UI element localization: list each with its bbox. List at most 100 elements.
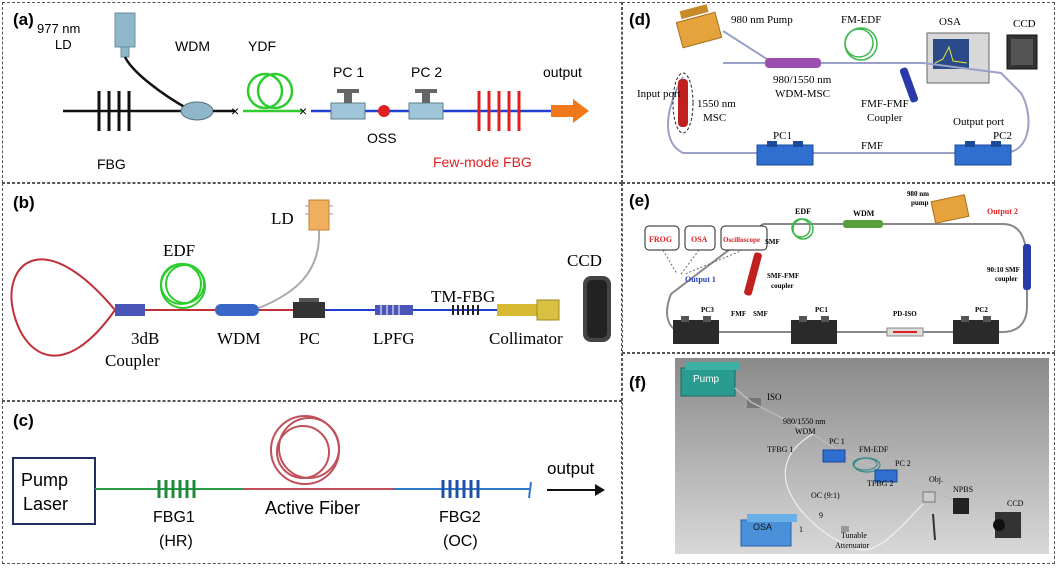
active-fiber-coil-icon [270, 415, 340, 485]
panel-a-tag: (a) [13, 10, 34, 29]
input-port-label: Input port [637, 88, 681, 100]
ccd-b-icon [583, 276, 611, 342]
panel-b-tag: (b) [13, 193, 35, 212]
ld-b-icon [305, 199, 333, 231]
cleave-end [528, 481, 532, 499]
splice-mark-2: × [299, 103, 307, 119]
panel-e: (e) FROG OSA Oscilloscope Output 1 SMF S… [622, 183, 1055, 353]
tunable-line1: Tunable [841, 531, 867, 540]
fmf-coupler-icon [899, 67, 919, 103]
smf-fmf-line1: SMF-FMF [767, 272, 799, 280]
pump-fiber [123, 56, 189, 111]
oc-port-1: 1 [799, 525, 803, 534]
fiber-path-f [734, 387, 970, 505]
fbg-grating-icon [97, 91, 131, 131]
fbg1-icon [157, 480, 196, 498]
wdm-b-label: WDM [217, 329, 260, 348]
coupler-label-line1: 3dB [131, 329, 159, 348]
output-label-a: output [543, 64, 582, 80]
panel-d-diagram: (d) 980 nm Pump FM-EDF OSA CCD 980/1550 … [629, 4, 1038, 166]
npbs-label: NPBS [953, 485, 973, 494]
pc1-f-icon [822, 449, 846, 463]
few-mode-fbg-label: Few-mode FBG [433, 154, 532, 170]
tm-fbg-icon [452, 305, 479, 315]
oc-port-9: 9 [819, 511, 823, 520]
objective-icon [922, 491, 936, 503]
ccd-f-label: CCD [1007, 499, 1024, 508]
pc1-e-label: PC1 [815, 306, 828, 314]
pump-laser-line1: Pump [21, 470, 68, 490]
coupler-3db-icon [115, 304, 145, 316]
output-arrow-icon [551, 99, 589, 123]
panel-d: (d) 980 nm Pump FM-EDF OSA CCD 980/1550 … [622, 2, 1055, 183]
pc-b-label: PC [299, 329, 320, 348]
output-label-c: output [547, 459, 595, 478]
wdm-msc-line2: WDM-MSC [775, 88, 830, 100]
pump-e-line1: 980 nm [907, 190, 929, 198]
output1-leads [662, 249, 744, 275]
fmf-e-label: FMF [731, 310, 746, 318]
fm-edf-coil-icon [844, 27, 878, 61]
pc1-d-icon [756, 141, 814, 166]
oss-icon [378, 105, 390, 117]
pc2-icon [408, 89, 444, 120]
msc-line1: 1550 nm [697, 98, 736, 110]
tfbg2-label: TFBG 2 [867, 479, 893, 488]
panel-a: (a) 977 nm LD FBG WDM × YDF × PC 1 OSS P… [2, 2, 622, 183]
frog-box [644, 225, 680, 251]
output1-label: Output 1 [685, 275, 716, 284]
osa-d-icon [926, 32, 990, 84]
msc-highlight [672, 72, 694, 134]
output2-label: Output 2 [987, 207, 1018, 216]
pc2-label: PC 2 [411, 64, 442, 80]
tfbg1-label: TFBG 1 [767, 445, 793, 454]
obj-label: Obj. [929, 475, 943, 484]
pump-e-icon [930, 194, 970, 224]
pump-d-icon [675, 4, 723, 49]
wdm-b-icon [215, 304, 259, 316]
smf-bottom-label: SMF [753, 310, 768, 318]
panel-b-diagram: (b) 3dB Coupler EDF WDM LD PC LPFG TM-FB… [10, 193, 611, 370]
npbs-icon [953, 498, 969, 514]
pump-fiber-b [258, 229, 321, 309]
pc1-icon [330, 89, 366, 120]
ccd-f-icon [993, 512, 1021, 538]
fbg1-sub-label: (HR) [159, 533, 193, 550]
msc-line2: MSC [703, 112, 726, 124]
edf-e-coil-icon [791, 218, 814, 240]
smf-fmf-line2: coupler [771, 282, 794, 290]
panel-f-tag: (f) [629, 373, 646, 392]
ld-b-label: LD [271, 209, 294, 228]
iso-label: ISO [767, 392, 782, 402]
msc-icon [678, 79, 688, 127]
fm-edf-f-label: FM-EDF [859, 445, 889, 454]
wdm-f-line1: 980/1550 nm [783, 417, 826, 426]
wdm-msc-icon [765, 58, 821, 68]
fm-edf-d-label: FM-EDF [841, 14, 881, 26]
osa-e-label: OSA [691, 235, 708, 244]
wdm-e-icon [843, 220, 883, 228]
pump-f-icon [680, 362, 739, 397]
wdm-icon [180, 101, 214, 121]
pc2-e-icon [953, 316, 999, 344]
ring-cavity-loop [10, 258, 117, 357]
panel-e-tag: (e) [629, 191, 650, 210]
panel-f: (f) Pump ISO 980/1550 nm WDM TFBG 1 PC 1… [622, 353, 1055, 564]
pc3-icon [673, 316, 719, 344]
oc-label: OC (9:1) [811, 491, 840, 500]
ccd-d-label: CCD [1013, 18, 1036, 30]
pc2-f-label: PC 2 [895, 459, 911, 468]
wdm-e-label: WDM [853, 209, 875, 218]
laser-diode-icon [114, 12, 136, 58]
fbg1-label: FBG1 [153, 509, 195, 526]
osa-f-icon [740, 514, 797, 547]
coupler-d-line2: Coupler [867, 112, 903, 124]
pd-iso-label: PD-ISO [893, 310, 917, 318]
smf-top-label: SMF [765, 238, 780, 246]
panel-b: (b) 3dB Coupler EDF WDM LD PC LPFG TM-FB… [2, 183, 622, 401]
panel-a-diagram: (a) 977 nm LD FBG WDM × YDF × PC 1 OSS P… [13, 10, 589, 172]
fbg2-label: FBG2 [439, 509, 481, 526]
oscilloscope-box [720, 225, 768, 251]
few-mode-fbg-icon [477, 91, 521, 131]
pc1-e-icon [791, 316, 837, 344]
